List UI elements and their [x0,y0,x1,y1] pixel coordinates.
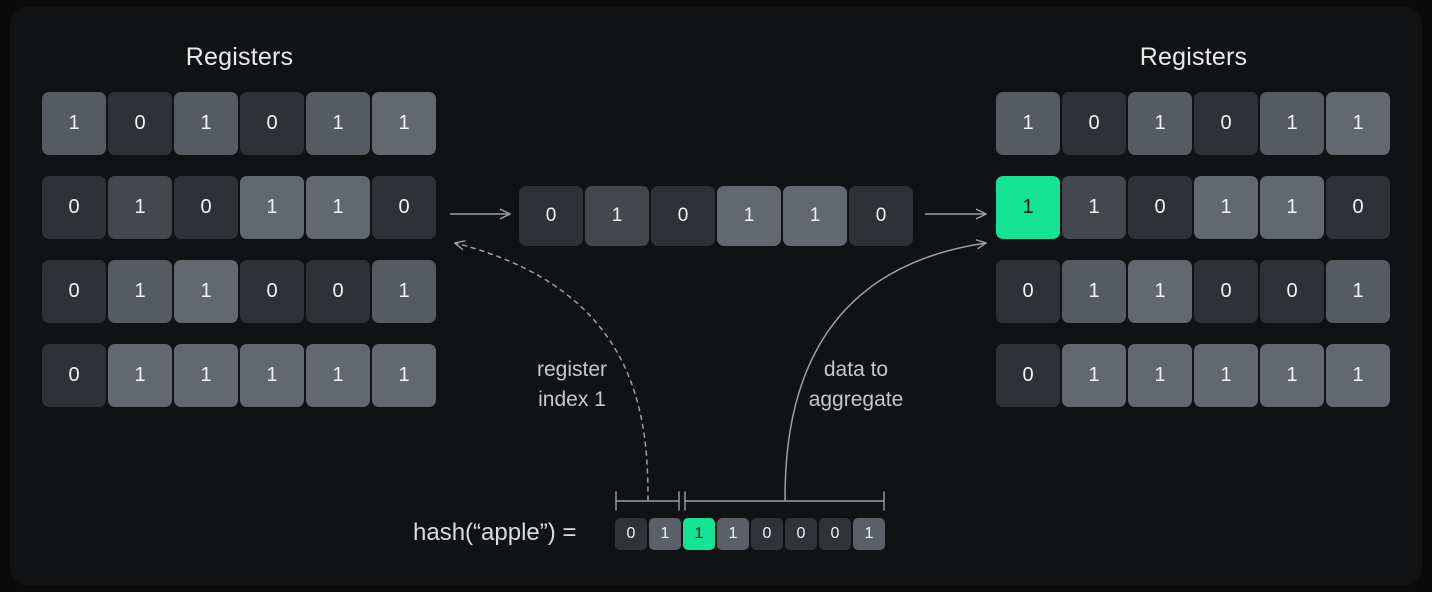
register-cell: 1 [174,92,238,155]
register-cell: 1 [372,260,436,323]
left-registers-title: Registers [185,43,294,71]
register-cell: 0 [996,344,1060,407]
register-cell: 0 [1128,176,1192,239]
register-cell: 1 [1062,260,1126,323]
register-cell: 0 [42,260,106,323]
register-cell: 1 [1326,92,1390,155]
hash-bit: 0 [751,518,783,550]
register-cell: 0 [240,260,304,323]
register-cell: 1 [1194,344,1258,407]
hash-bit: 1 [649,518,681,550]
hash-bit: 1 [853,518,885,550]
register-index-annotation: register index 1 [536,358,608,411]
register-cell: 0 [1326,176,1390,239]
data-to-aggregate-annotation: data to aggregate [808,358,904,411]
register-cell: 1 [1326,344,1390,407]
selected-register-cell: 1 [585,186,649,246]
register-cell: 0 [996,260,1060,323]
register-cell: 0 [42,176,106,239]
right-registers-title: Registers [1139,43,1248,71]
register-cell: 1 [1326,260,1390,323]
register-cell: 1 [1062,344,1126,407]
hash-bit: 0 [819,518,851,550]
register-cell: 1 [306,176,370,239]
register-cell: 1 [174,260,238,323]
register-cell: 1 [240,344,304,407]
hash-expression-label: hash(“apple”) = [413,519,577,546]
register-cell: 1 [108,260,172,323]
register-cell: 0 [1194,92,1258,155]
hash-bit: 1 [717,518,749,550]
register-cell: 1 [174,344,238,407]
register-cell: 1 [108,344,172,407]
register-cell: 0 [108,92,172,155]
selected-register-cell: 0 [519,186,583,246]
register-cell: 1 [1128,260,1192,323]
register-cell: 1 [372,92,436,155]
register-cell: 1 [1128,92,1192,155]
hash-bit: 1 [683,518,715,550]
register-cell: 0 [372,176,436,239]
register-cell: 1 [1062,176,1126,239]
register-cell: 1 [1260,92,1324,155]
register-cell: 0 [306,260,370,323]
register-cell: 0 [42,344,106,407]
register-cell: 1 [996,92,1060,155]
register-cell: 0 [174,176,238,239]
register-cell: 1 [996,176,1060,239]
selected-register-cell: 0 [849,186,913,246]
register-cell: 1 [306,344,370,407]
register-cell: 0 [1260,260,1324,323]
register-cell: 1 [108,176,172,239]
register-cell: 1 [1260,344,1324,407]
register-cell: 0 [1062,92,1126,155]
register-cell: 0 [1194,260,1258,323]
register-cell: 1 [306,92,370,155]
selected-register-cell: 1 [783,186,847,246]
register-cell: 1 [372,344,436,407]
hash-bit: 0 [785,518,817,550]
register-cell: 1 [1260,176,1324,239]
register-cell: 1 [1128,344,1192,407]
selected-register-cell: 0 [651,186,715,246]
register-cell: 0 [240,92,304,155]
selected-register-cell: 1 [717,186,781,246]
register-cell: 1 [1194,176,1258,239]
hash-bit: 0 [615,518,647,550]
register-cell: 1 [42,92,106,155]
register-cell: 1 [240,176,304,239]
